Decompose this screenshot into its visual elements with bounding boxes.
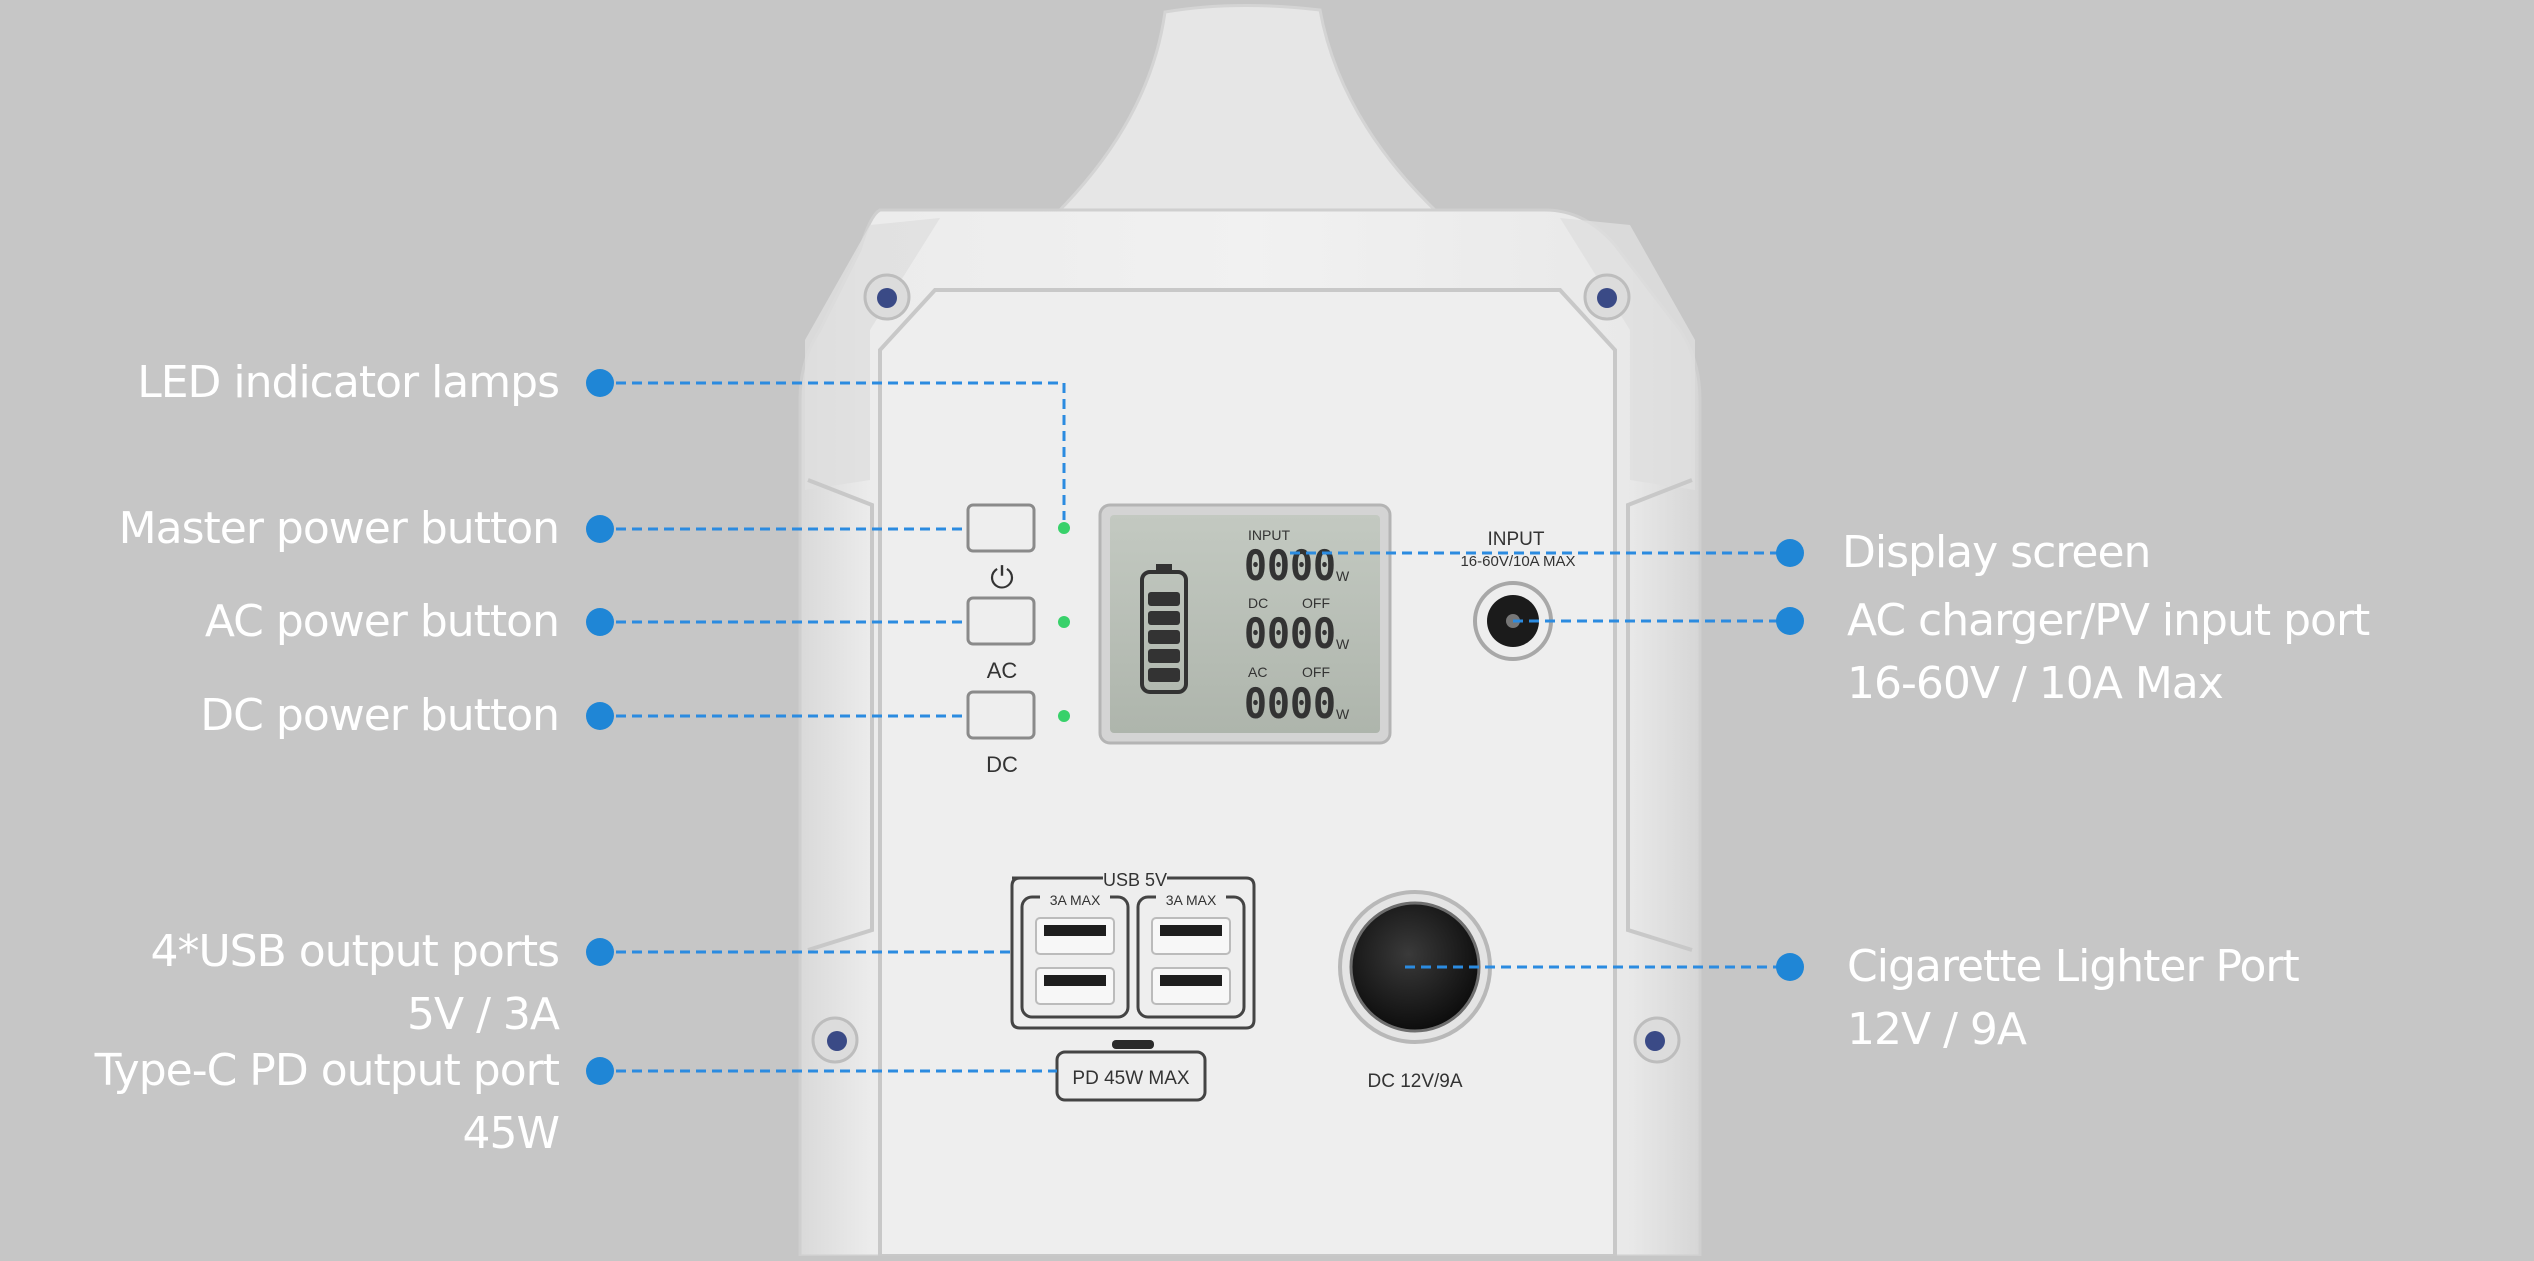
power-symbol-icon: ⏻ (990, 562, 1014, 595)
callout-display: Display screen (1842, 521, 2151, 584)
ac-button-label: AC (987, 658, 1018, 683)
callout-typec: Type-C PD output port 45W (94, 1039, 561, 1165)
usb-port-3 (1151, 917, 1231, 955)
handle (1051, 3, 1444, 217)
dot-input (1776, 607, 1804, 635)
screw-bottom-right (1633, 1016, 1681, 1064)
dot-cig (1776, 953, 1804, 981)
callout-led-text: LED indicator lamps (137, 357, 560, 408)
callout-ac-button-text: AC power button (204, 596, 560, 647)
lcd-ac-unit: W (1336, 706, 1350, 722)
lcd-dc-unit: W (1336, 636, 1350, 652)
dc-power-button (966, 690, 1036, 740)
dot-typec (586, 1057, 614, 1085)
lcd-ac-value: 0000 (1244, 679, 1336, 728)
pd-label-box (1055, 1050, 1207, 1102)
input-port-label: INPUT (1488, 529, 1545, 550)
usb-block-outline (1010, 876, 1256, 1030)
callout-typec-line1: Type-C PD output port (94, 1045, 560, 1096)
dot-ac (586, 608, 614, 636)
callout-led: LED indicator lamps (137, 351, 560, 414)
lcd-dc-label: DC (1248, 595, 1268, 611)
usb-max-left: 3A MAX (1050, 892, 1101, 908)
callout-master: Master power button (118, 497, 560, 560)
lcd-input-value: 0000 (1244, 541, 1336, 590)
cigarette-rating: DC 12V/9A (1367, 1071, 1462, 1092)
dot-master (586, 515, 614, 543)
callout-typec-line2: 45W (462, 1108, 561, 1159)
lcd-dc-state: OFF (1302, 595, 1330, 611)
usb-port-4 (1151, 967, 1231, 1005)
leader-led (600, 381, 1066, 520)
screw-top-left (863, 273, 911, 321)
master-power-button (966, 503, 1036, 553)
usb-max-right: 3A MAX (1166, 892, 1217, 908)
callout-display-text: Display screen (1842, 527, 2151, 578)
callout-ac-button: AC power button (204, 590, 560, 653)
lcd-ac-label: AC (1248, 664, 1267, 680)
callout-cig-line1: Cigarette Lighter Port (1847, 941, 2300, 992)
dot-display (1776, 539, 1804, 567)
callout-cig-line2: 12V / 9A (1847, 1004, 2027, 1055)
led-ac (1058, 616, 1070, 628)
callout-cig: Cigarette Lighter Port 12V / 9A (1847, 935, 2300, 1061)
callout-dc-button-text: DC power button (200, 690, 560, 741)
input-port-rating: 16-60V/10A MAX (1460, 553, 1575, 570)
pd-label: PD 45W MAX (1072, 1068, 1190, 1089)
usb-title: USB 5V (1103, 870, 1167, 890)
ac-power-button (966, 596, 1036, 646)
usb-port-1 (1035, 917, 1115, 955)
usb-port-2 (1035, 967, 1115, 1005)
screw-bottom-left (811, 1016, 859, 1064)
led-master (1058, 522, 1070, 534)
battery-icon (1140, 564, 1188, 694)
screw-top-right (1583, 273, 1631, 321)
lcd-ac-state: OFF (1302, 664, 1330, 680)
callout-usb-line2: 5V / 3A (407, 989, 560, 1040)
callout-usb-line1: 4*USB output ports (150, 926, 560, 977)
callout-input: AC charger/PV input port 16-60V / 10A Ma… (1847, 589, 2370, 715)
dot-usb (586, 938, 614, 966)
lcd-dc-value: 0000 (1244, 609, 1336, 658)
callout-dc-button: DC power button (200, 684, 560, 747)
callout-input-line2: 16-60V / 10A Max (1847, 658, 2224, 709)
dot-led (586, 369, 614, 397)
callout-usb: 4*USB output ports 5V / 3A (150, 920, 560, 1046)
callout-master-text: Master power button (118, 503, 560, 554)
type-c-port (1112, 1040, 1154, 1049)
dot-dc (586, 702, 614, 730)
callout-input-line1: AC charger/PV input port (1847, 595, 2370, 646)
dc-button-label: DC (986, 752, 1018, 777)
led-dc (1058, 710, 1070, 722)
lcd-input-label: INPUT (1248, 527, 1290, 543)
lcd-input-unit: W (1336, 568, 1350, 584)
